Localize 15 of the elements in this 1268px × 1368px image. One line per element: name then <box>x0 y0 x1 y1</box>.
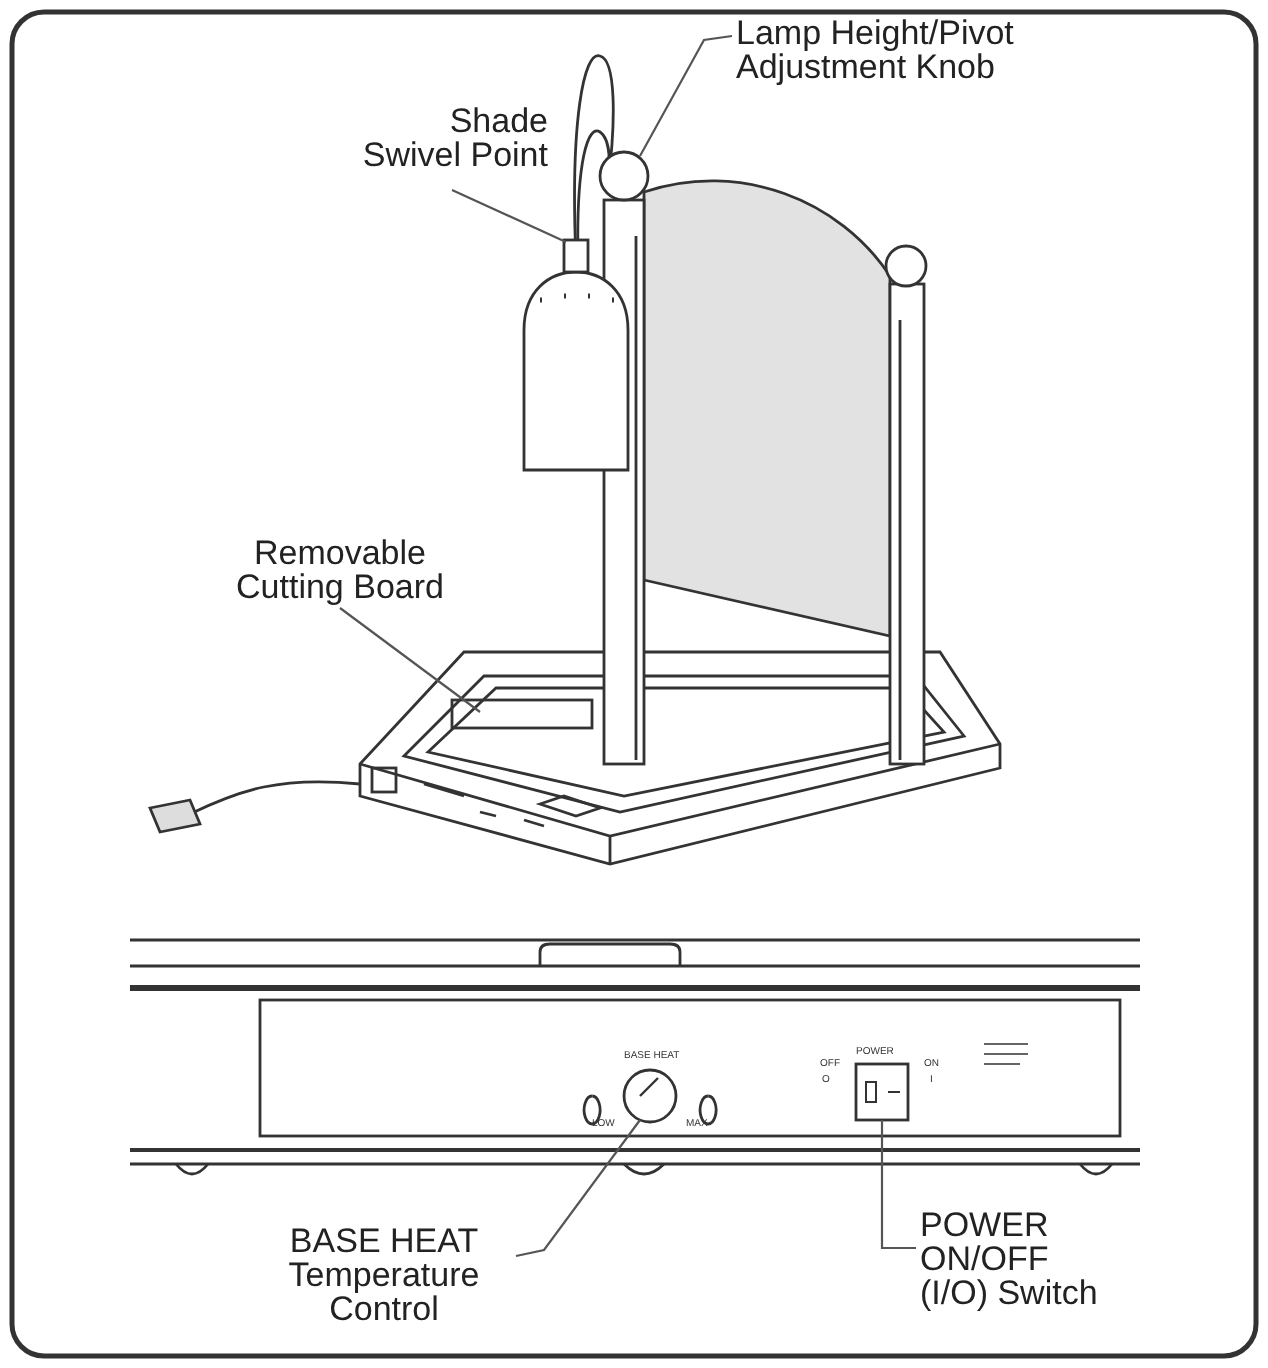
leader-line <box>339 607 481 713</box>
callout-label: Removable Cutting Board <box>200 536 480 604</box>
callout-label: POWER ON/OFF (I/O) Switch <box>920 1208 1120 1310</box>
callout-label: Lamp Height/Pivot Adjustment Knob <box>736 16 1016 84</box>
callout-label: Shade Swivel Point <box>356 104 548 172</box>
cutting-board <box>450 698 594 730</box>
callout-label: BASE HEAT Temperature Control <box>236 1224 532 1326</box>
leader-line <box>515 1119 641 1258</box>
leader-line <box>880 1120 916 1250</box>
adjustment-knob <box>598 150 650 202</box>
leader-line <box>639 34 733 157</box>
leader-line <box>451 189 567 243</box>
swivel-point <box>562 238 590 274</box>
temperature-dial <box>622 1068 678 1124</box>
power-switch <box>854 1062 910 1122</box>
